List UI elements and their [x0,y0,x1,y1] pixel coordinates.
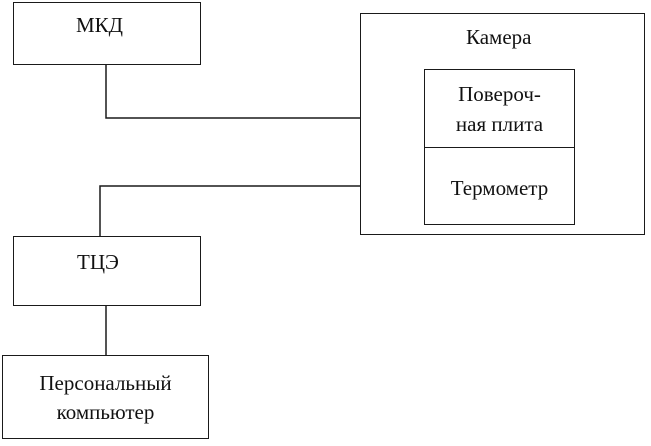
thermometer-label: Термометр [450,176,549,200]
inner-stack: Повероч- ная плита Термометр [424,69,575,225]
pc-label-line1: Персональный [39,371,172,395]
mkd-label: МКД [76,13,124,37]
pc-label-line2: компьютер [56,400,155,424]
verification-plate-label-line1: Повероч- [458,82,541,106]
verification-plate-block: Повероч- ная плита [425,70,574,148]
wire-thermometer-to-tce [99,185,424,237]
mkd-block: МКД [13,2,201,65]
thermometer-block: Термометр [425,148,574,224]
wire-mkd-to-plate [105,64,424,119]
pc-block: Персональный компьютер [2,355,209,439]
tce-block: ТЦЭ [13,236,201,306]
verification-plate-label-line2: ная плита [455,112,544,136]
chamber-label: Камера [466,25,532,49]
tce-label: ТЦЭ [77,250,119,274]
